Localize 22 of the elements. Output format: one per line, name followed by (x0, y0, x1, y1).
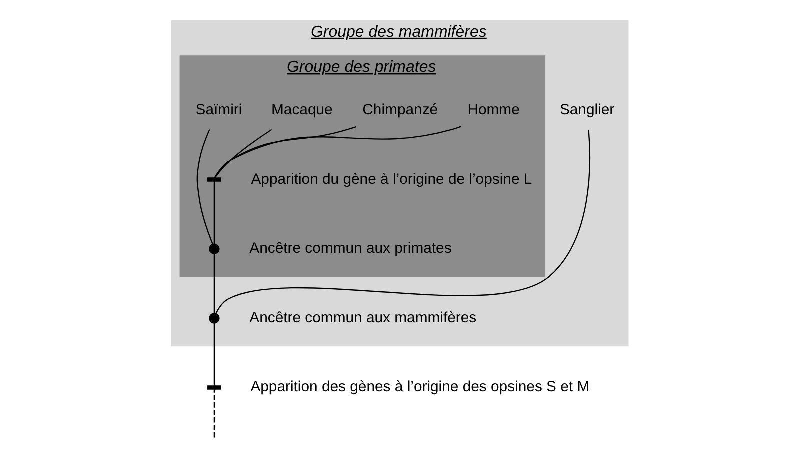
connector (214, 126, 462, 178)
connector (196, 129, 214, 244)
node-bar (208, 386, 222, 390)
node-text: Saïmiri (196, 101, 242, 118)
connector (216, 130, 590, 314)
connector (214, 129, 272, 178)
connector (214, 323, 216, 386)
node-text: Sanglier (560, 101, 615, 118)
connector (214, 254, 216, 314)
node-label: Apparition des gènes à l’origine des opsines S et M (250, 378, 590, 396)
node-text: Macaque (272, 101, 333, 118)
node-label: Ancêtre commun aux primates (250, 240, 452, 258)
node-text: Homme (468, 101, 520, 118)
node-label: Ancêtre commun aux mammifères (250, 309, 477, 326)
node-text: Chimpanzé (362, 101, 438, 118)
connector (214, 181, 216, 244)
node-circle (209, 313, 220, 324)
node-circle (209, 244, 220, 254)
node-bar (208, 178, 222, 182)
node-label: Apparition du gène à l’origine de l’opsine L (251, 170, 532, 188)
connector (214, 126, 356, 178)
connector (214, 390, 216, 438)
